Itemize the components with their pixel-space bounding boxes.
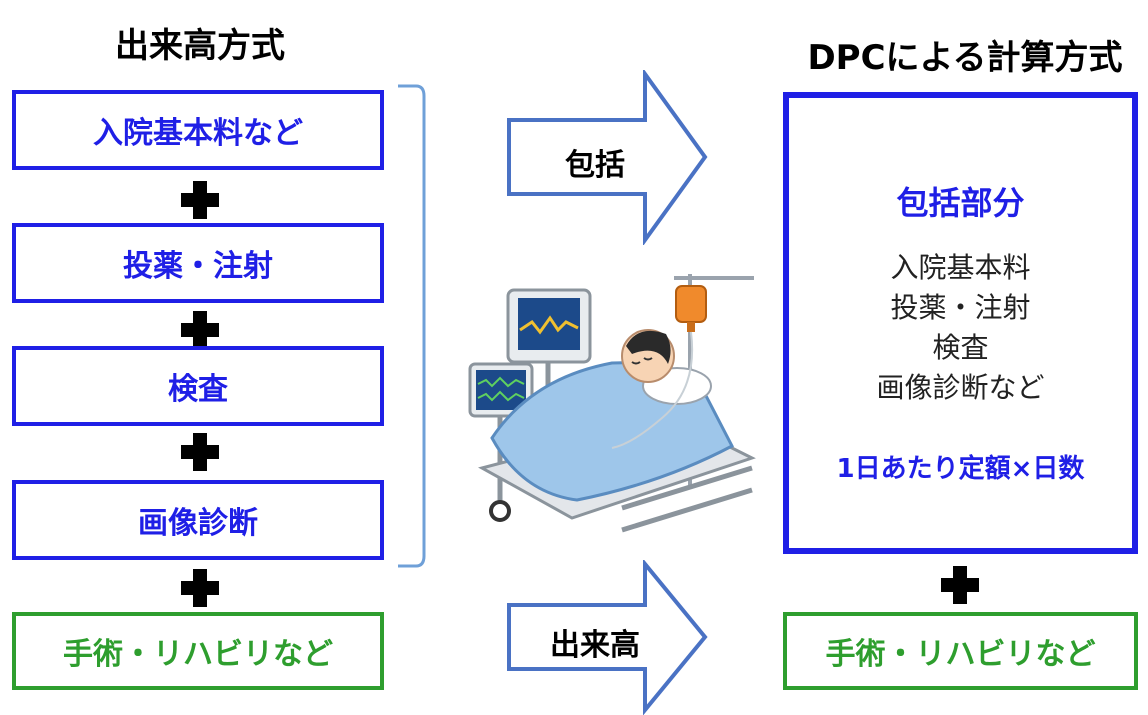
fee-for-service-arrow-label: 出来高 [550, 628, 640, 663]
plus-icon [181, 311, 219, 349]
dpc-item: 入院基本料 [890, 251, 1031, 284]
item-examination: 検査 [12, 346, 384, 426]
plus-icon [181, 433, 219, 471]
item-surgery-rehab-right: 手術・リハビリなど [783, 612, 1138, 690]
fee-for-service-arrow [507, 560, 708, 715]
left-heading: 出来高方式 [115, 26, 285, 66]
dpc-item: 投薬・注射 [890, 291, 1031, 324]
dpc-box-title: 包括部分 [896, 184, 1025, 222]
patient-bed-illustration [468, 274, 756, 533]
right-heading: DPCによる計算方式 [807, 38, 1123, 78]
group-bracket [398, 84, 426, 568]
plus-icon [181, 569, 219, 607]
dpc-bundled-box: 包括部分 入院基本料 投薬・注射 検査 画像診断など 1日あたり定額×日数 [783, 92, 1138, 554]
dpc-item-list: 入院基本料 投薬・注射 検査 画像診断など [789, 248, 1132, 408]
bundled-arrow-label: 包括 [565, 148, 625, 183]
item-medication-injection: 投薬・注射 [12, 223, 384, 303]
dpc-item: 検査 [932, 331, 989, 364]
item-basic-hospitalization: 入院基本料など [12, 90, 384, 170]
plus-icon [941, 566, 979, 604]
item-surgery-rehab-left: 手術・リハビリなど [12, 612, 384, 690]
plus-icon [181, 181, 219, 219]
dpc-item: 画像診断など [876, 371, 1045, 404]
bundled-arrow [507, 70, 708, 245]
dpc-daily-rate: 1日あたり定額×日数 [836, 454, 1085, 484]
item-imaging-diagnosis: 画像診断 [12, 480, 384, 560]
